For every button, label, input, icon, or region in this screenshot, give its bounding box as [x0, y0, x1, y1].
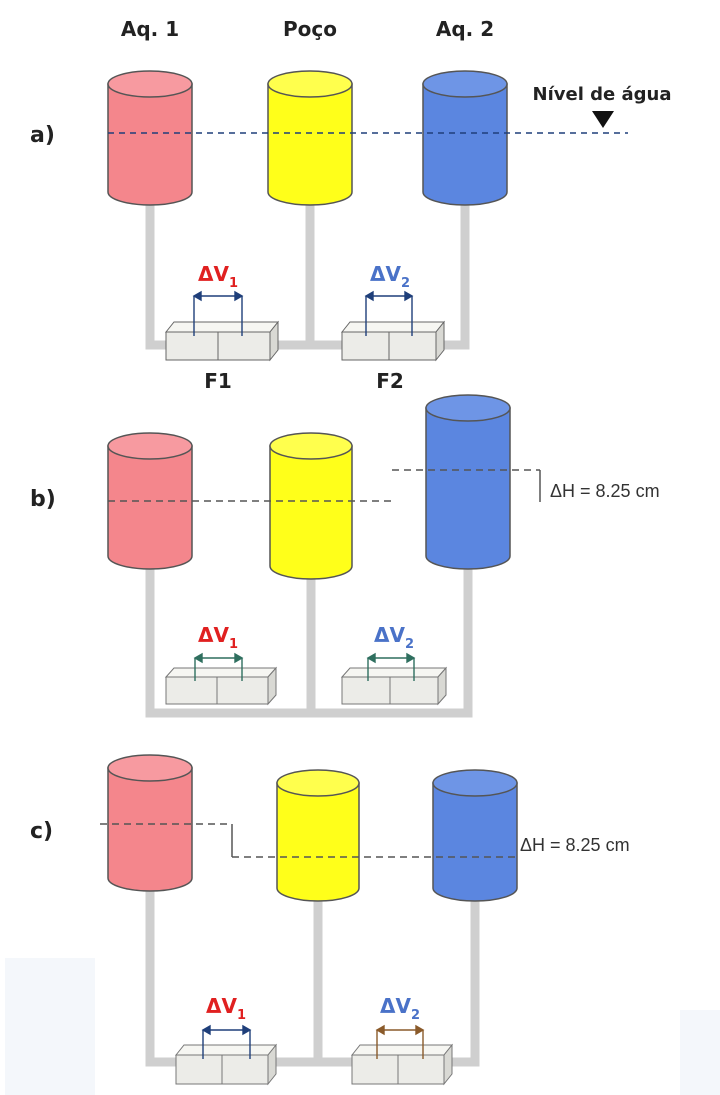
delta-v2-indicator-b: [366, 652, 416, 681]
panel-label-c: c): [30, 819, 53, 844]
water-level-c: [100, 823, 520, 858]
header-aq2: Aq. 2: [436, 17, 494, 41]
delta-v1-indicator-c: [201, 1024, 252, 1059]
background-panel-right: [680, 1010, 720, 1095]
delta-v2-indicator-c: [375, 1024, 425, 1059]
delta-v1-label-b: ΔV1: [198, 623, 238, 652]
cylinder-aq2-c: [432, 769, 518, 902]
background-panel-left: [5, 958, 95, 1095]
water-level-triangle-icon: [592, 111, 614, 128]
panel-b: b) ΔH = 8.25 cm: [30, 394, 660, 718]
header-poco: Poço: [283, 17, 337, 41]
delta-v2-indicator-a: [364, 290, 414, 336]
panel-a: a) Nível de água: [30, 70, 672, 393]
delta-h-label-b: ΔH = 8.25 cm: [550, 481, 660, 501]
pipe-network-b: [145, 563, 473, 718]
cylinder-aq1-a: [107, 70, 193, 206]
water-level-b: [108, 469, 540, 502]
delta-v1-indicator-a: [192, 290, 244, 336]
filter-f2-b: [340, 666, 448, 706]
filter-f2-a: [340, 320, 446, 362]
filter-f1-c: [174, 1043, 278, 1086]
delta-v1-indicator-b: [193, 652, 244, 681]
cylinder-aq2-a: [422, 70, 508, 206]
delta-v1-label-c: ΔV1: [206, 994, 246, 1023]
delta-h-label-c: ΔH = 8.25 cm: [520, 835, 630, 855]
water-level-label: Nível de água: [533, 84, 672, 105]
panel-label-b: b): [30, 487, 56, 512]
cylinder-poco-c: [276, 769, 360, 902]
cylinder-aq1-c: [107, 754, 193, 892]
filter-f1-b: [164, 666, 278, 706]
filter-label-f2: F2: [376, 369, 404, 393]
filter-label-f1: F1: [204, 369, 232, 393]
cylinder-poco-b: [269, 432, 353, 580]
cylinder-aq1-b: [107, 432, 193, 570]
delta-v2-label-a: ΔV2: [370, 262, 410, 291]
delta-v2-label-c: ΔV2: [380, 994, 420, 1023]
header-aq1: Aq. 1: [121, 17, 179, 41]
panel-label-a: a): [30, 123, 55, 148]
panel-c: c) ΔH = 8.25 cm: [5, 754, 720, 1095]
cylinder-aq2-b: [425, 394, 511, 570]
delta-v2-label-b: ΔV2: [374, 623, 414, 652]
delta-v1-label-a: ΔV1: [198, 262, 238, 291]
filter-f1-a: [164, 320, 280, 362]
cylinder-poco-a: [267, 70, 353, 206]
filter-f2-c: [350, 1043, 454, 1086]
pipe-network-c: [145, 885, 480, 1067]
